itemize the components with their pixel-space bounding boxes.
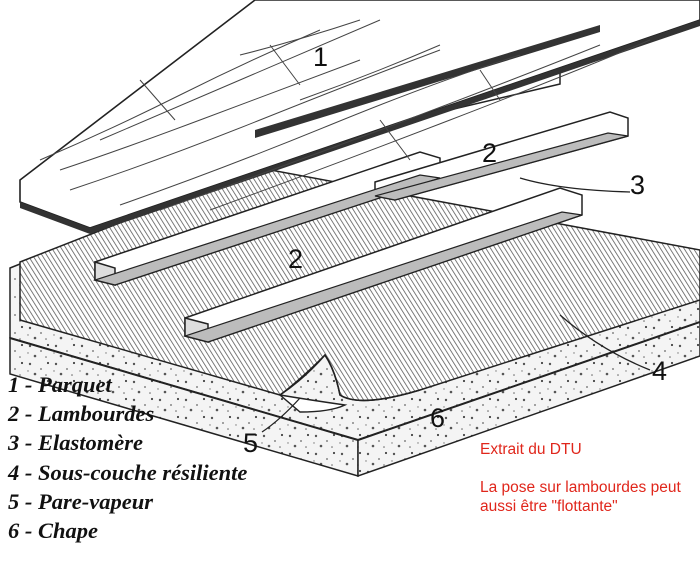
callout-elastomer: 3 [630,170,646,200]
callout-vapour-barrier: 5 [243,428,259,458]
callout-battens-a: 2 [288,244,304,274]
vapour-barrier [277,353,421,413]
legend: 1 - Parquet 2 - Lambourdes 3 - Elastomèr… [8,370,247,545]
callout-screed: 6 [430,403,446,433]
legend-item: 6 - Chape [8,517,98,543]
elastomer-strips [92,132,629,343]
callout-parquet: 1 [313,42,329,72]
legend-item: 4 - Sous-couche résiliente [8,459,248,485]
leader-lines [261,177,651,433]
callout-battens-b: 2 [482,138,498,168]
legend-item: 5 - Pare-vapeur [8,488,153,514]
dtu-note: Extrait du DTU La pose sur lambourdes pe… [480,440,695,516]
parquet-floor [19,0,700,234]
legend-item: 3 - Elastomère [8,430,143,456]
note-text: La pose sur lambourdes peut aussi être "… [480,479,681,515]
note-source: Extrait du DTU [480,441,582,458]
legend-item: 1 - Parquet [8,372,112,397]
legend-item: 2 - Lambourdes [8,401,155,427]
callout-underlay: 4 [652,356,668,386]
